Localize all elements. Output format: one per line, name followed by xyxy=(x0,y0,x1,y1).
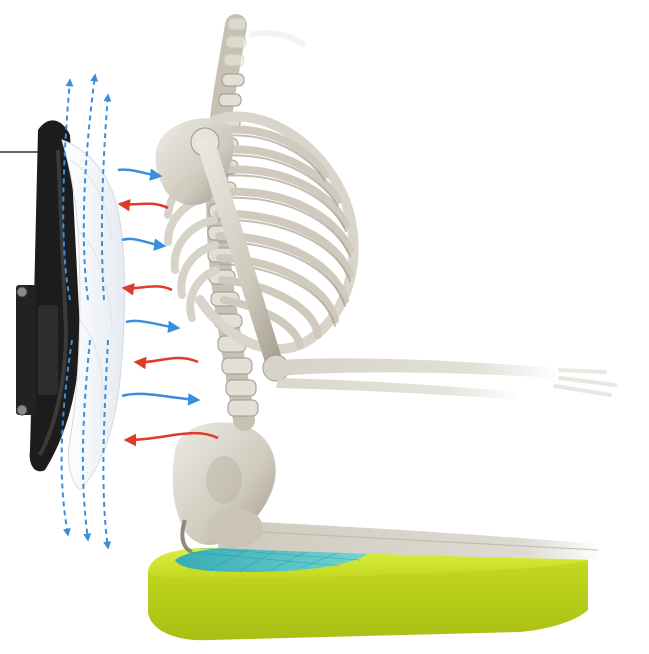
blue-arrow-icon xyxy=(122,394,198,400)
red-arrow-icon xyxy=(136,358,198,362)
red-arrow-icon xyxy=(120,204,168,208)
seat-cushion xyxy=(148,545,588,640)
forearm-bones xyxy=(276,358,615,400)
blue-arrow-icon xyxy=(122,239,164,246)
mount-bracket xyxy=(16,285,36,415)
blue-arrow-icon xyxy=(126,321,178,328)
red-arrow-icon xyxy=(124,286,172,290)
backrest xyxy=(16,120,125,490)
blue-arrow-icon xyxy=(118,170,160,176)
bolt-icon xyxy=(17,287,27,297)
pelvis xyxy=(173,422,276,552)
bolt-icon xyxy=(17,405,27,415)
